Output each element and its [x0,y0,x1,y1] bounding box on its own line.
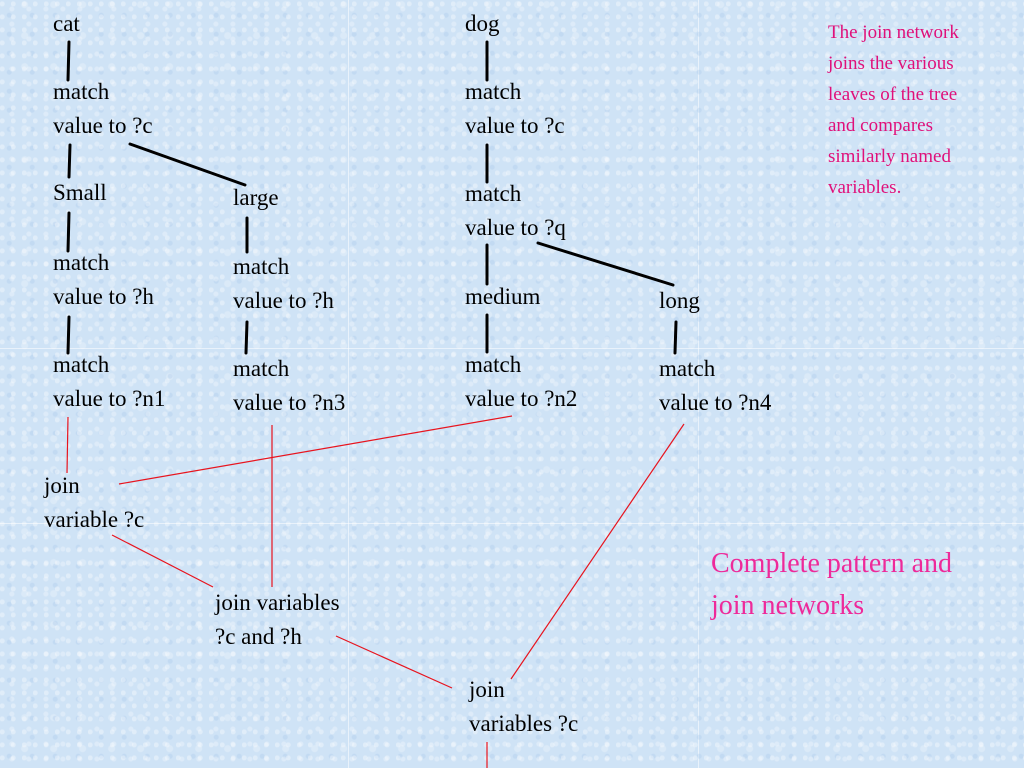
heading-line: Complete pattern and [711,548,953,579]
node-cat-label: cat [53,11,80,36]
node-small-label: Small [53,180,107,205]
node-line: variables ?c [469,711,579,736]
join-edge-n2-to-join-c [118,415,513,485]
node-join-ch: join variables ?c and ?h [215,586,340,654]
note-line: leaves of the tree [828,84,958,105]
node-small: Small [53,176,107,210]
edge-small-to-match [66,211,71,253]
node-line: variable ?c [44,507,145,532]
note-line: similarly named [828,146,951,167]
edge-small-match-to-n1 [66,315,71,355]
node-large-match: match value to ?h [233,250,334,318]
edge-large-match-to-n3 [244,320,249,355]
node-long: long [659,284,700,318]
node-medium-label: medium [465,284,541,309]
node-dog-match-q: match value to ?q [465,177,566,245]
node-line: value to ?c [465,113,565,138]
node-line: value to ?n1 [53,386,166,411]
node-line: value to ?h [233,288,334,313]
annotation-note: The join network joins the various leave… [828,17,1018,203]
node-line: value to ?c [53,113,153,138]
slide-heading: Complete pattern and join networks [711,543,952,627]
join-edge-join-c-to-join-ch [111,534,214,588]
node-medium-n2: match value to ?n2 [465,348,577,416]
node-line: match [233,356,290,381]
edge-q-to-long [536,241,675,287]
node-line: ?c and ?h [215,624,302,649]
note-line: variables. [828,177,902,198]
node-line: value to ?n2 [465,386,578,411]
note-line: The join network [828,22,959,43]
node-cat: cat [53,7,80,41]
heading-line: join networks [711,590,865,621]
join-edge-n1-to-join-c [66,416,69,474]
node-join-c: join variable ?c [44,469,144,537]
node-join-final: join variables ?c [469,673,578,741]
join-edge-join-ch-to-final [335,635,453,689]
node-line: value to ?n3 [233,390,346,415]
node-line: join variables [215,590,340,615]
node-line: match [233,254,290,279]
node-line: value to ?n4 [659,390,772,415]
node-line: value to ?h [53,284,154,309]
node-medium: medium [465,280,540,314]
edge-cat-match-to-large [128,142,247,187]
node-long-label: long [659,288,700,313]
edge-cat-to-match [66,40,71,82]
node-line: match [465,352,522,377]
node-dog-match-c: match value to ?c [465,75,565,143]
node-large: large [233,181,279,215]
node-small-n1: match value to ?n1 [53,348,165,416]
node-line: match [659,356,716,381]
edge-long-to-n4 [673,320,678,355]
node-line: match [53,352,110,377]
node-line: join [44,473,80,498]
node-dog-label: dog [465,11,500,36]
join-edge-n4-to-final [510,423,685,680]
node-small-match: match value to ?h [53,246,154,314]
node-large-label: large [233,185,279,210]
edge-cat-match-to-small [67,143,72,179]
node-line: match [53,250,110,275]
node-line: match [465,181,522,206]
node-dog: dog [465,7,500,41]
node-long-n4: match value to ?n4 [659,352,771,420]
node-line: match [465,79,522,104]
node-large-n3: match value to ?n3 [233,352,345,420]
note-line: and compares [828,115,933,136]
node-line: join [469,677,505,702]
node-line: match [53,79,110,104]
note-line: joins the various [828,53,954,74]
node-line: value to ?q [465,215,566,240]
node-cat-match: match value to ?c [53,75,153,143]
